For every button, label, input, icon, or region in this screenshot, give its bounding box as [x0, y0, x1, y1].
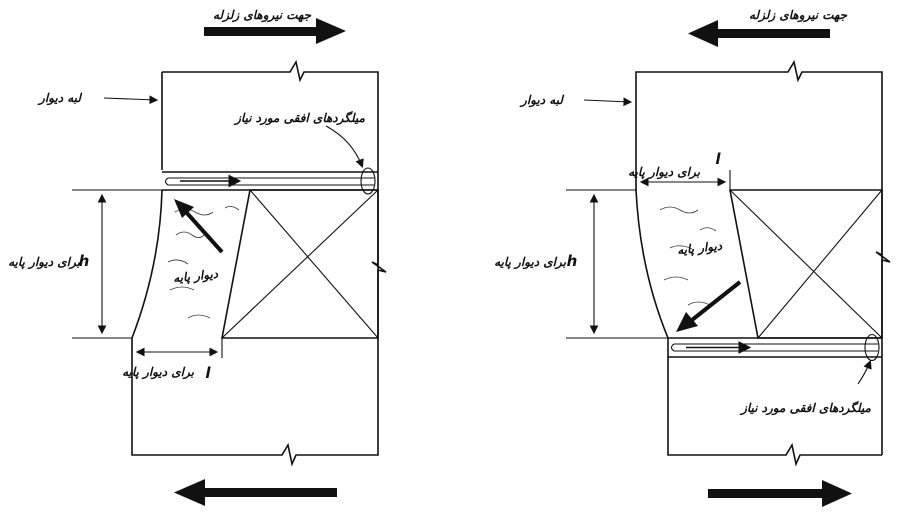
left-panel: جهت نیروهای زلزله [8, 8, 387, 506]
height-label: برای دیوار پایه [8, 255, 80, 270]
length-label: برای دیوار پایه [122, 365, 194, 380]
top-force-arrow [688, 20, 830, 47]
horizontal-bars [668, 333, 882, 362]
pier-wall-edge [635, 189, 669, 339]
thrust-arrow [174, 199, 224, 254]
bottom-force-arrow [708, 480, 852, 507]
break-mark-right [371, 261, 387, 338]
height-dimension [72, 189, 162, 339]
pier-wall-edge [131, 189, 163, 339]
wall-outline-bottom [131, 338, 379, 467]
wall-outline-top [635, 59, 883, 255]
height-label: برای دیوار پایه [494, 255, 566, 270]
required-bars-label: میلگردهای افقی مورد نیاز [233, 110, 365, 126]
thrust-arrow [676, 280, 742, 332]
height-symbol: h [79, 252, 90, 270]
length-symbol: l [205, 364, 211, 382]
wall-outline-bottom [667, 338, 882, 467]
length-dimension [635, 170, 731, 192]
wall-edge-label: لبه دیوار [519, 93, 565, 108]
height-symbol: h [567, 252, 578, 270]
opening [221, 189, 379, 339]
pier-wall-label: دیوار پایه [172, 267, 219, 287]
wall-outline-top [161, 59, 379, 265]
force-direction-label: جهت نیروهای زلزله [213, 8, 312, 23]
required-bars-label: میلگردهای افقی مورد نیاز [739, 400, 871, 416]
top-force-arrow [204, 18, 346, 44]
length-symbol: l [715, 150, 721, 168]
pier-hatching [167, 206, 240, 319]
height-dimension [566, 189, 668, 339]
wall-edge-label: لبه دیوار [37, 91, 83, 106]
pier-hatching [659, 206, 717, 306]
opening [729, 189, 883, 339]
right-panel: جهت نیروهای زلزله [494, 8, 891, 507]
length-label: برای دیوار پایه [628, 165, 700, 180]
length-dimension [131, 338, 223, 358]
bottom-force-arrow [174, 479, 337, 506]
pier-wall-label: دیوار پایه [676, 239, 723, 259]
force-direction-label: جهت نیروهای زلزله [749, 8, 848, 23]
